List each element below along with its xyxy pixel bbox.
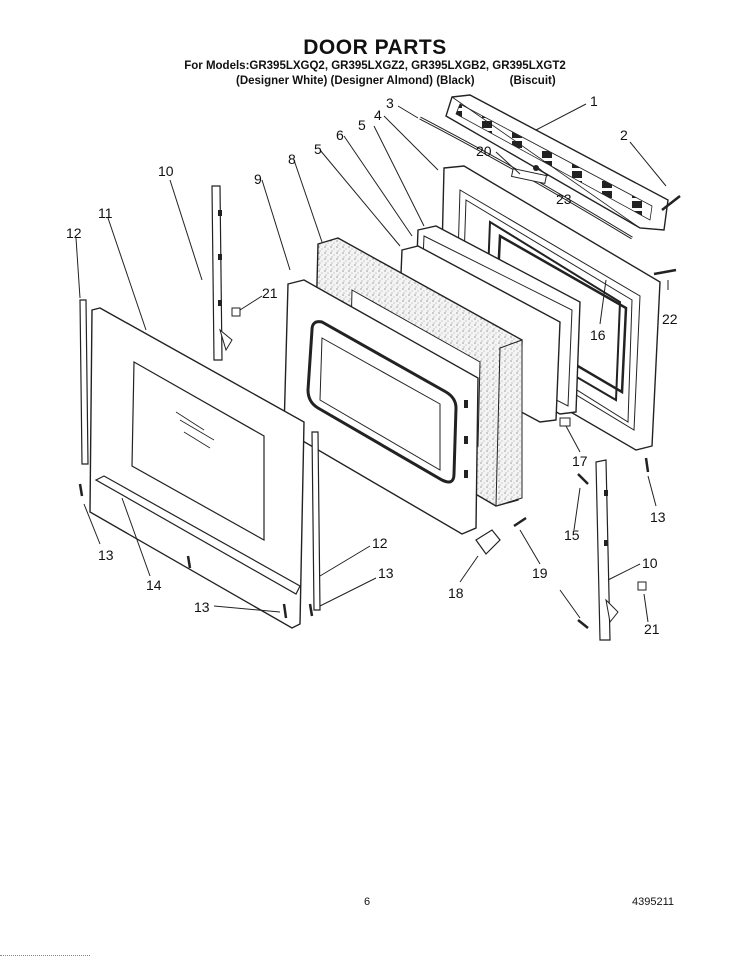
screw-icon (653, 195, 681, 276)
screw-icon (78, 457, 650, 629)
callout-23: 23 (556, 191, 572, 207)
part-hinge-bracket (475, 529, 501, 555)
callout-13a: 13 (98, 547, 114, 563)
part-hinge-channel-left (211, 185, 233, 361)
colors-line: (Designer White) (Designer Almond) (Blac… (236, 75, 556, 87)
callout-12b: 12 (372, 535, 388, 551)
callout-4: 4 (374, 107, 382, 123)
callout-10a: 10 (158, 163, 174, 179)
callout-18: 18 (448, 585, 464, 601)
callout-9: 9 (254, 171, 262, 187)
callout-6: 6 (336, 127, 344, 143)
callout-5a: 5 (358, 117, 366, 133)
part-clip (637, 581, 647, 591)
document-number: 4395211 (632, 896, 675, 908)
callout-12a: 12 (66, 225, 82, 241)
callout-15: 15 (564, 527, 580, 543)
callout-13d: 13 (650, 509, 666, 525)
models-line: For Models:GR395LXGQ2, GR395LXGZ2, GR395… (184, 60, 566, 72)
part-top-vent-trim (445, 94, 669, 231)
callout-2: 2 (620, 127, 628, 143)
callout-19: 19 (532, 565, 548, 581)
page-number: 6 (364, 896, 371, 908)
callout-20: 20 (476, 143, 492, 159)
part-bracket-20 (510, 165, 548, 185)
callout-13c: 13 (378, 565, 394, 581)
screw-icon (513, 516, 527, 528)
callout-16: 16 (590, 327, 606, 343)
callout-21b: 21 (644, 621, 660, 637)
part-outer-door-glass (89, 307, 305, 629)
part-clip (559, 417, 571, 427)
part-clip (231, 307, 241, 317)
part-door-frame (283, 279, 479, 535)
callout-22: 22 (662, 311, 678, 327)
callout-13b: 13 (194, 599, 210, 615)
callout-1: 1 (590, 93, 598, 109)
callout-3: 3 (386, 95, 394, 111)
callout-5b: 5 (314, 141, 322, 157)
callout-17: 17 (572, 453, 588, 469)
screw-icon (577, 473, 589, 485)
callout-11: 11 (98, 205, 113, 221)
callout-10b: 10 (642, 555, 658, 571)
leader-lines (75, 103, 669, 623)
callout-21a: 21 (262, 285, 278, 301)
part-bottom-trim (94, 475, 301, 595)
callout-14: 14 (146, 577, 162, 593)
bottom-rule (0, 955, 90, 956)
part-hinge-channel-right (595, 459, 619, 641)
part-side-trim-left (79, 299, 89, 465)
page-title: DOOR PARTS (303, 36, 447, 59)
part-side-trim-right (311, 431, 321, 611)
callout-8: 8 (288, 151, 296, 167)
